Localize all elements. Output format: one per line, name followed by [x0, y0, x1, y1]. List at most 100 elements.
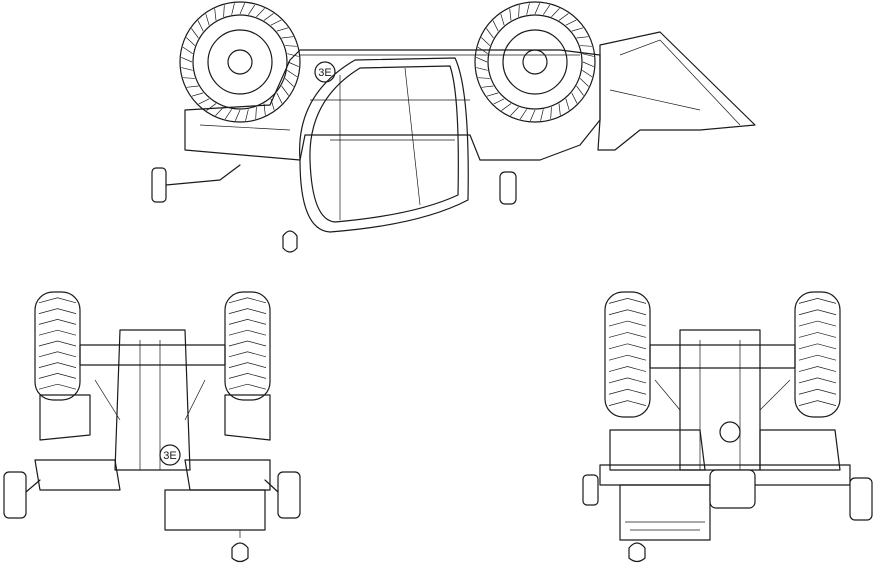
- tread-line: [609, 389, 646, 394]
- tread-line: [551, 107, 552, 119]
- tread-line: [799, 310, 836, 315]
- tread-line: [39, 363, 76, 368]
- tread-line: [229, 309, 266, 314]
- tread-line: [199, 99, 210, 104]
- tread-line: [494, 99, 505, 104]
- tread-line: [510, 9, 511, 21]
- rear-right-tire: [795, 292, 840, 417]
- rear-right-mirror: [850, 478, 872, 520]
- rear-wheel: [180, 2, 300, 122]
- tread-line: [493, 21, 498, 32]
- tread-line: [277, 93, 282, 104]
- tread-line: [487, 93, 498, 96]
- tread-line: [282, 86, 289, 95]
- tread-line: [287, 70, 297, 77]
- tread-line: [799, 298, 836, 303]
- tread-line: [799, 389, 836, 394]
- tread-line: [271, 99, 274, 110]
- tread-line: [486, 29, 493, 38]
- tread-line: [39, 341, 76, 346]
- tread-line: [39, 298, 76, 303]
- tread-line: [282, 37, 294, 38]
- tread-line: [206, 14, 209, 25]
- tread-line: [799, 321, 836, 326]
- tread-line: [582, 54, 593, 57]
- tread-line: [285, 78, 294, 86]
- chassis-outline: [185, 50, 600, 160]
- tread-line: [215, 9, 216, 21]
- tread-line: [277, 28, 288, 31]
- tread-line: [609, 344, 646, 349]
- tread-line: [609, 355, 646, 360]
- tread-line: [39, 319, 76, 324]
- tread-line: [551, 8, 559, 17]
- front-view: 3E: [4, 292, 300, 562]
- tread-line: [609, 378, 646, 383]
- tread-line: [481, 37, 490, 45]
- tread-line: [39, 309, 76, 314]
- cab: 3E: [300, 58, 469, 232]
- tread-line: [187, 86, 199, 87]
- tread-line: [39, 384, 76, 389]
- tread-line: [476, 57, 487, 62]
- rear-left-tire: [605, 292, 650, 417]
- tread-line: [566, 99, 569, 110]
- tread-line: [232, 3, 235, 14]
- tread-line: [541, 109, 544, 120]
- tread-line: [520, 109, 527, 119]
- tread-line: [285, 46, 297, 47]
- side-cab-label: 3E: [318, 67, 331, 79]
- tread-line: [192, 93, 203, 96]
- tread-line: [215, 107, 223, 116]
- front-body: [115, 330, 190, 470]
- front-wheel: [475, 2, 595, 122]
- tread-line: [609, 332, 646, 337]
- tread-line: [229, 384, 266, 389]
- tread-line: [530, 110, 535, 121]
- tread-line: [577, 37, 589, 38]
- tread-line: [39, 373, 76, 378]
- tread-line: [527, 3, 530, 14]
- tread-line: [229, 373, 266, 378]
- tread-line: [577, 86, 584, 95]
- tread-line: [580, 78, 589, 86]
- tread-line: [476, 68, 487, 71]
- tread-line: [181, 68, 192, 71]
- side-view: 3E: [152, 2, 755, 252]
- rear-view: [583, 292, 872, 562]
- tread-line: [235, 110, 240, 121]
- tread-line: [519, 5, 520, 17]
- front-right-tire: [225, 292, 270, 400]
- tread-line: [207, 104, 216, 111]
- tread-line: [229, 341, 266, 346]
- tread-line: [609, 321, 646, 326]
- tread-line: [799, 401, 836, 406]
- rear-body: [680, 330, 760, 470]
- tread-line: [264, 13, 273, 20]
- tread-line: [609, 401, 646, 406]
- tread-line: [39, 352, 76, 357]
- tread-line: [39, 330, 76, 335]
- tread-line: [799, 367, 836, 372]
- beacon-light: [283, 231, 297, 252]
- tread-line: [799, 355, 836, 360]
- rear-left-mirror: [583, 475, 598, 505]
- tread-line: [288, 62, 299, 67]
- tread-line: [198, 21, 203, 32]
- tread-line: [183, 78, 195, 79]
- tread-line: [478, 78, 490, 79]
- tread-line: [609, 310, 646, 315]
- front-axle: [80, 345, 225, 365]
- loader-bucket: [598, 32, 755, 150]
- tread-line: [799, 332, 836, 337]
- tread-line: [181, 57, 192, 62]
- rear-beacon: [629, 543, 645, 562]
- tread-line: [287, 54, 298, 57]
- cab-label-circle: [315, 62, 335, 82]
- tread-line: [229, 363, 266, 368]
- tread-line: [799, 344, 836, 349]
- tread-line: [583, 62, 594, 67]
- tread-line: [559, 104, 560, 116]
- tread-line: [502, 104, 511, 111]
- front-beacon: [232, 543, 248, 562]
